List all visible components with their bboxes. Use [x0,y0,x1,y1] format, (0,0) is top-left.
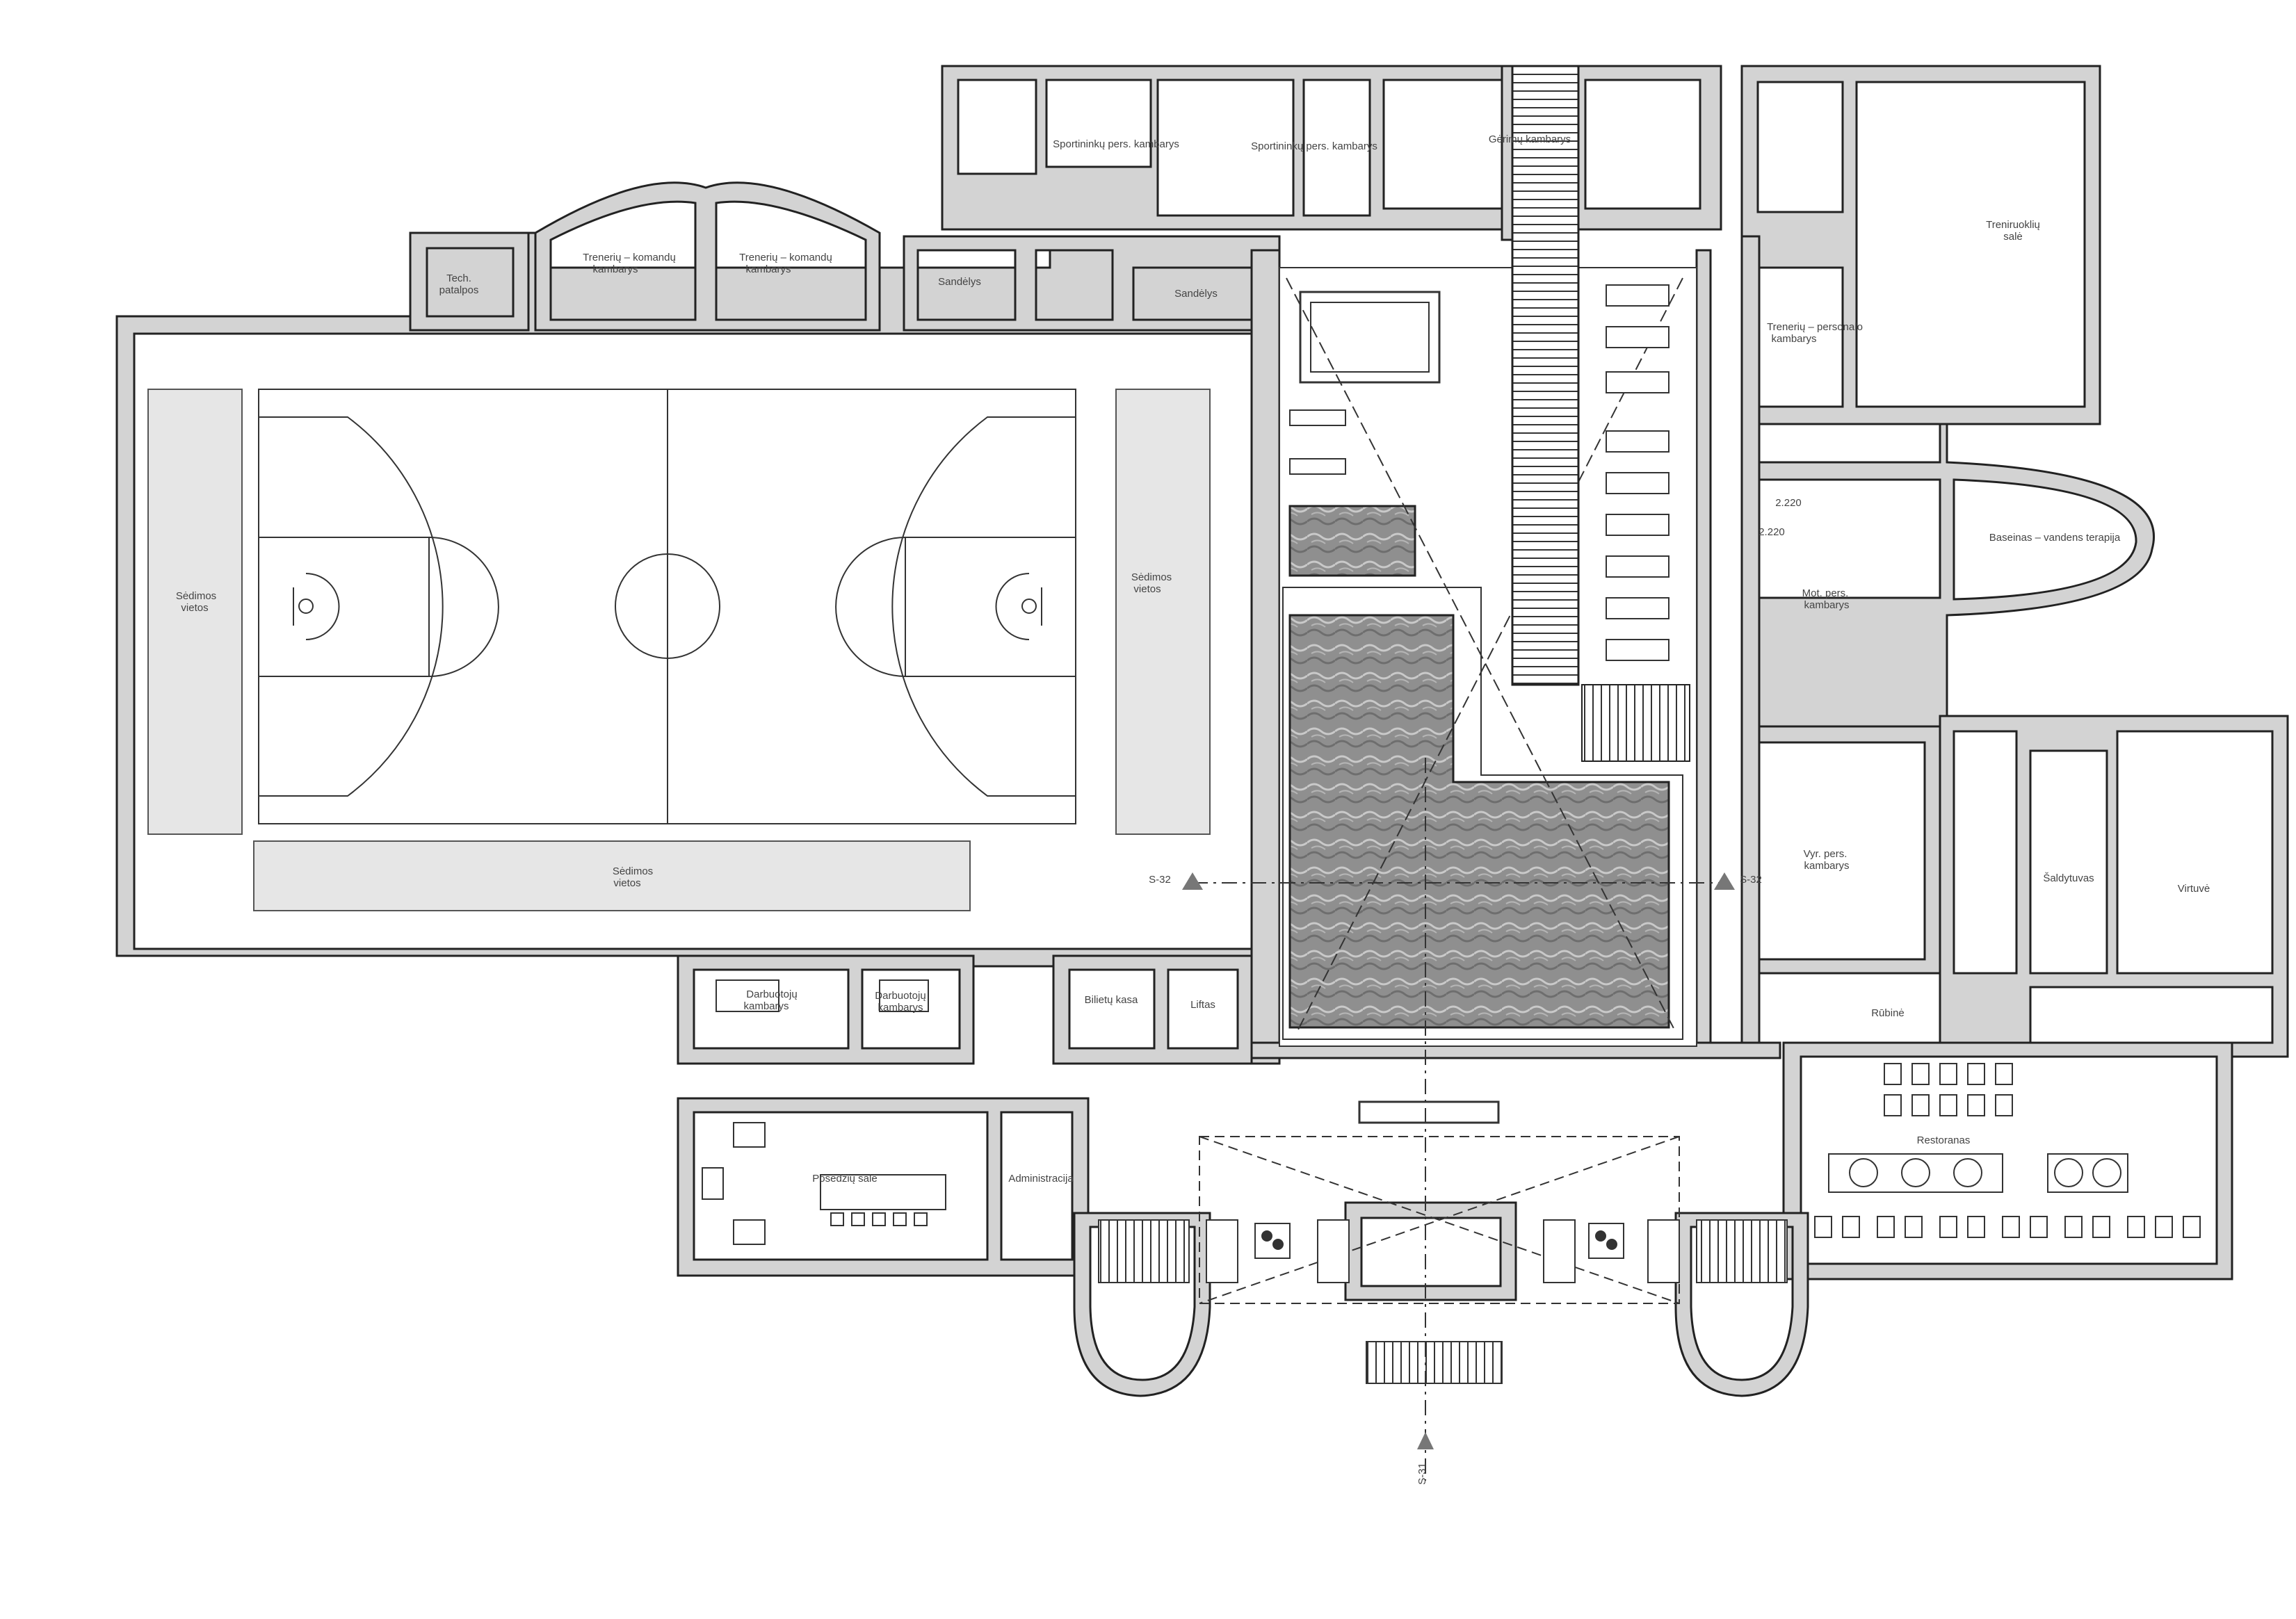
kitchen-block-wall [1939,715,2289,1058]
restaurant-furniture [1814,1063,2201,1238]
label-workers-1b: kambarys [743,1000,789,1012]
label-coach-team-1a: Trenerių – komandų [583,252,676,263]
label-men-staff-1: Vyr. pers. [1804,848,1848,860]
label-kitchen: Virtuvė [2178,883,2210,895]
offices-wall [677,954,975,1065]
label-restaurant: Restoranas [1917,1134,1971,1146]
label-sportsmen-staff-1: Sportininkų pers. kambarys [1053,138,1179,150]
label-coach-team-1b: kambarys [592,263,638,275]
label-seats-left-2: vietos [181,602,208,614]
lobby [1098,758,1788,1481]
section-markers [1182,872,1735,1449]
left-apse-wall [1073,1212,1211,1397]
dimension-2: 2.220 [1759,526,1785,538]
pool-hall [1279,65,1697,1047]
trainers-hall-wall [1740,65,2101,425]
label-administration: Administracija [1008,1173,1074,1185]
basketball-court [258,389,1076,824]
restaurant-wall [1782,1041,2233,1280]
ticket-lift-wall [1052,954,1253,1065]
label-men-staff-2: kambarys [1804,860,1849,872]
seating-left [147,389,243,835]
labels: Sportininkų pers. kambarys Sportininkų p… [176,133,2210,1485]
label-workers-1a: Darbuotojų [746,989,797,1000]
label-storage-1: Sandėlys [938,276,981,288]
label-workers-2a: Darbuotojų [875,990,925,1002]
label-seats-left-1: Sėdimos [176,590,216,602]
coach-rooms-wall [534,181,881,332]
section-s32-left: S-32 [1149,874,1171,886]
label-coach-staff-2: kambarys [1771,333,1816,345]
label-seats-right-2: vietos [1133,583,1161,595]
label-women-staff-2: kambarys [1804,599,1849,611]
label-pool-therapy: Baseinas – vandens terapija [1989,532,2121,544]
label-coach-staff-1: Trenerių – personalo [1767,321,1863,333]
dimension-1: 2.220 [1775,497,1802,509]
seating-right [1115,389,1211,835]
label-coach-team-2b: kambarys [745,263,791,275]
label-meeting-hall: Posėdžių salė [812,1173,877,1185]
label-cloakroom: Rūbinė [1871,1007,1905,1019]
label-lift: Liftas [1190,999,1215,1011]
tech-room-wall [409,231,530,332]
label-trainers-hall-1: Treniruoklių [1986,219,2040,231]
label-seats-right-1: Sėdimos [1131,571,1172,583]
section-marker-bottom [1417,1432,1434,1449]
label-sportsmen-staff-2: Sportininkų pers. kambarys [1251,140,1377,152]
section-s31: S-31 [1416,1463,1428,1485]
label-coach-team-2a: Trenerių – komandų [739,252,832,263]
label-fridge: Šaldytuvas [2043,872,2094,884]
section-s32-right: S-32 [1740,874,1762,886]
label-women-staff-1: Mot. pers. [1802,587,1849,599]
label-seats-bottom-1: Sėdimos [613,865,653,877]
pool-therapy-wall [1740,423,2155,728]
label-drink-bar: Gėrimų kambarys [1489,133,1571,145]
seating-areas [147,389,1211,911]
grand-stair [1511,65,1580,686]
pool-hall-walls [1250,65,1781,1065]
pool-water-main [1288,614,1670,1029]
meeting-furniture [702,979,946,1245]
label-trainers-hall-2: salė [2003,231,2023,243]
label-workers-2b: kambarys [878,1002,923,1014]
section-marker-right [1714,872,1735,890]
label-tech-1: Tech. [446,272,471,284]
label-storage-2: Sandėlys [1174,288,1218,300]
pool-water-small [1288,505,1416,577]
right-apse-wall [1674,1212,1809,1397]
label-seats-bottom-2: vietos [613,877,640,889]
label-ticket-office: Bilietų kasa [1085,994,1138,1006]
seating-bottom [253,840,971,911]
section-marker-left [1182,872,1203,890]
label-tech-2: patalpos [439,284,479,296]
